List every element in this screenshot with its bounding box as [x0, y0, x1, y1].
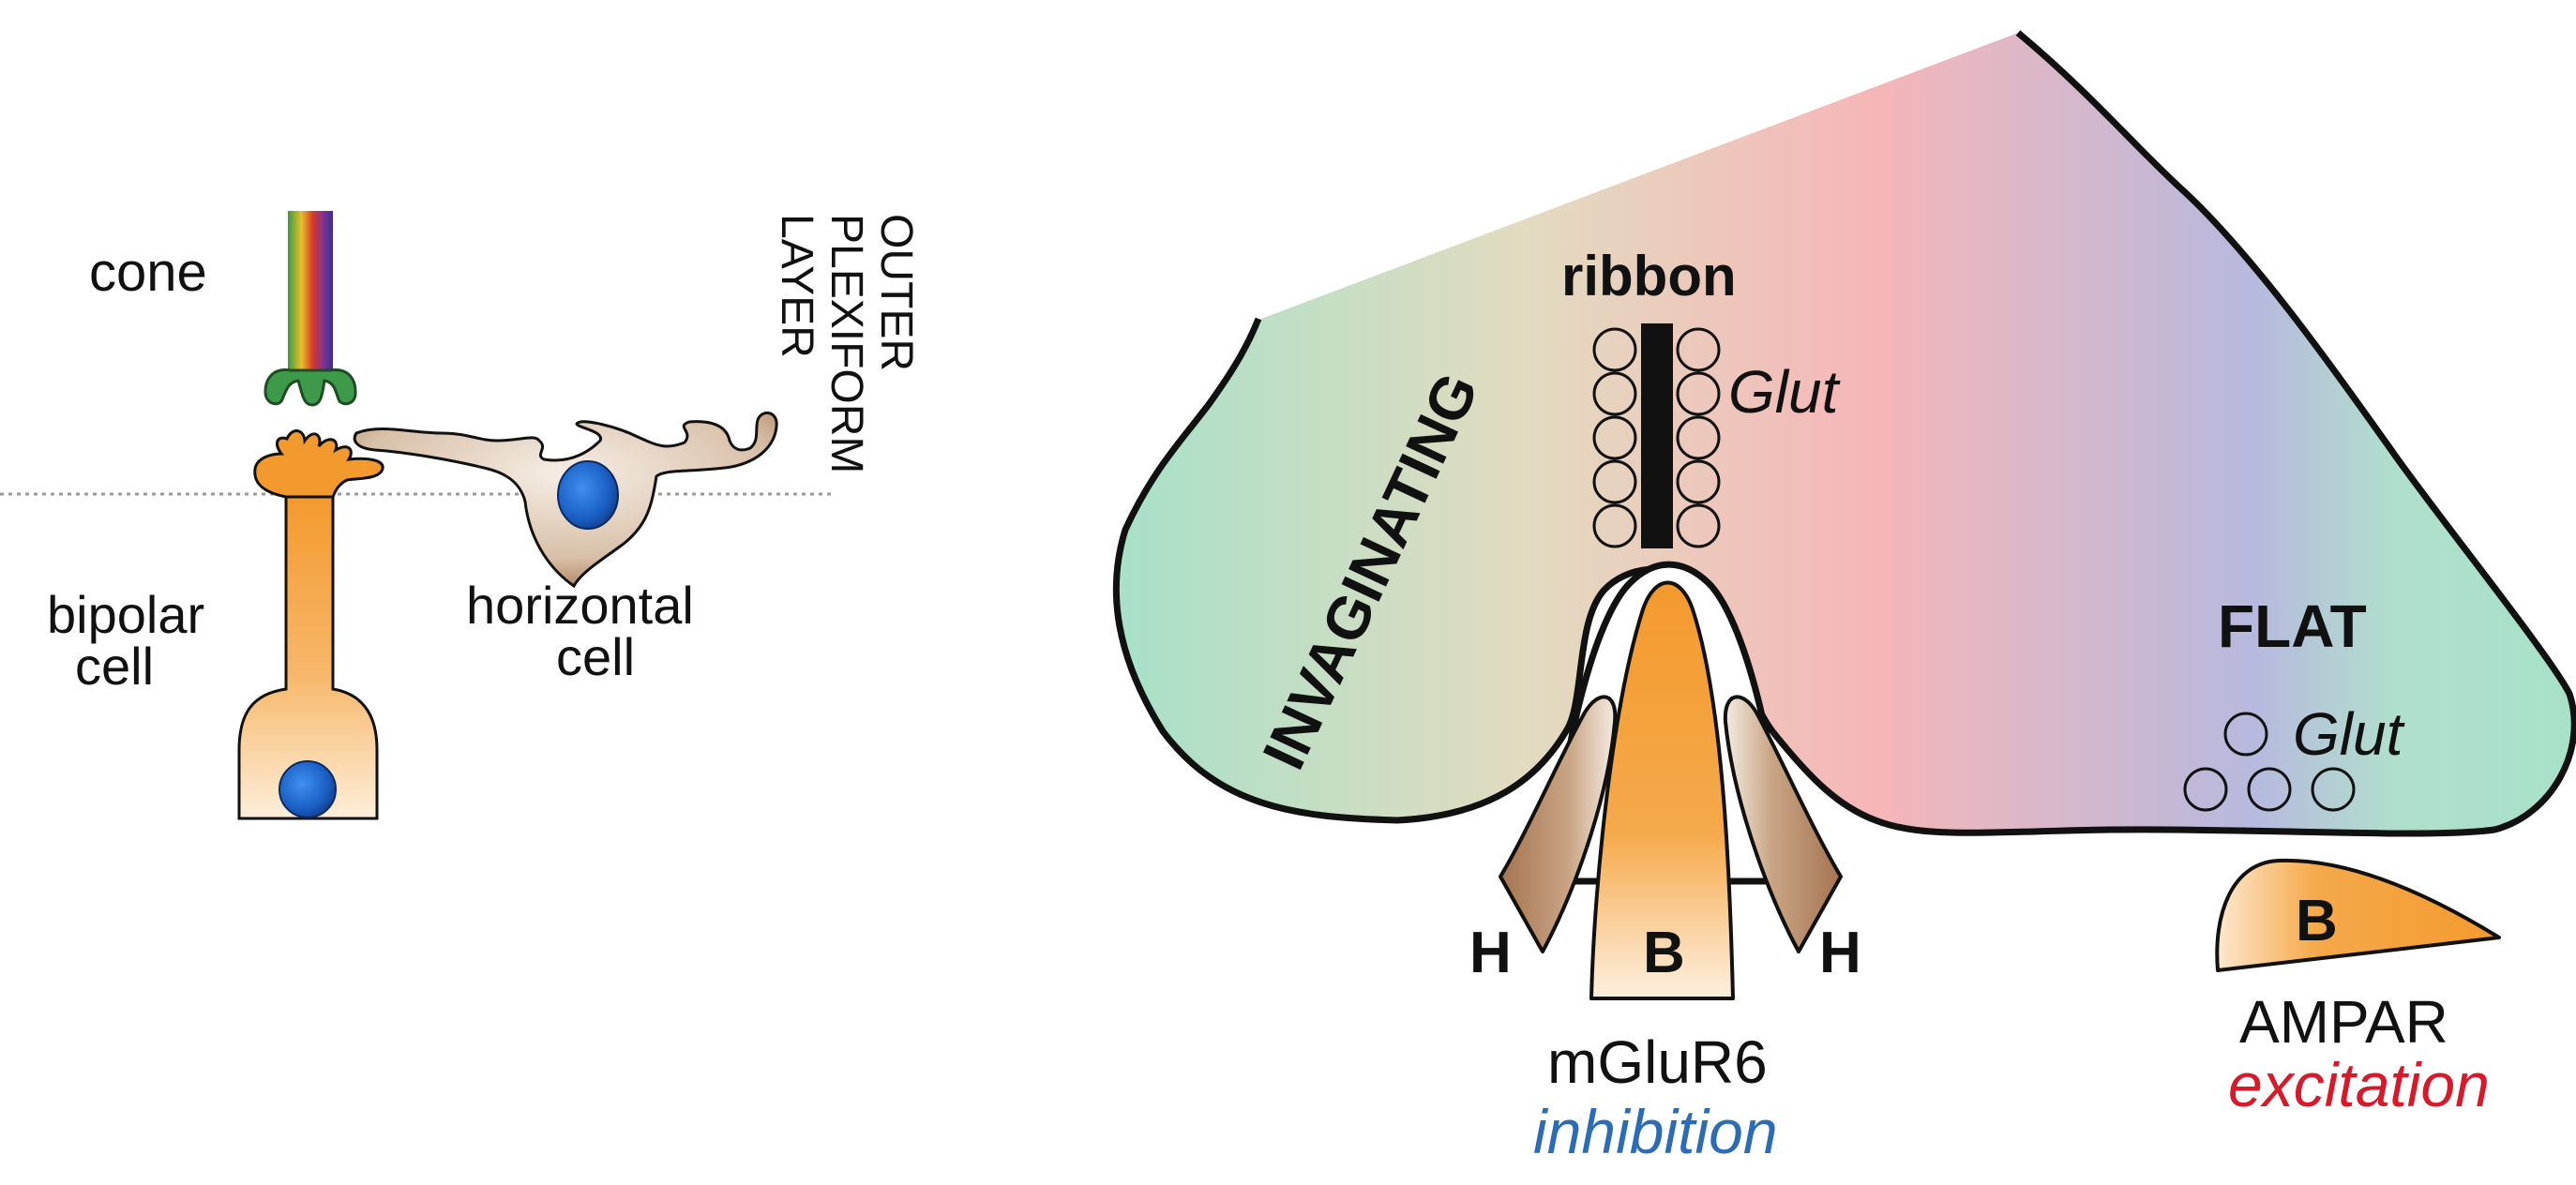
vesicle-circle-icon	[2247, 767, 2292, 812]
receptor-ampar: AMPAR	[2239, 988, 2448, 1056]
layer-label: OUTER PLEXIFORM LAYER	[772, 214, 921, 473]
vesicle-circle-icon	[1592, 371, 1637, 416]
horizontal-cell-icon	[353, 411, 778, 589]
layer-label-line-2: PLEXIFORM	[821, 214, 871, 473]
vesicle-circle-icon	[1676, 503, 1721, 548]
vesicle-circle-icon	[2311, 767, 2356, 812]
bipolar-cell-icon	[237, 429, 384, 820]
left-panel: cone OUTER PLEXIFORM LAYER bipolar cell …	[0, 211, 921, 820]
horizontal-process-right	[1723, 695, 1843, 953]
bipolar-dendrite-flat	[2215, 858, 2501, 972]
effect-inhibition: inhibition	[1533, 1097, 1778, 1166]
vesicle-circle-icon	[1676, 371, 1721, 416]
horizontal-label-line-1: horizontal	[466, 576, 694, 635]
flat-vesicles	[2183, 712, 2356, 812]
layer-label-line-3: LAYER	[772, 214, 821, 358]
glut-label-ribbon: Glut	[1728, 358, 1841, 426]
glut-label-flat: Glut	[2293, 700, 2405, 768]
bipolar-nucleus	[279, 760, 337, 818]
process-label-h-right: H	[1819, 921, 1861, 985]
vesicle-circle-icon	[1676, 415, 1721, 460]
terminal-outline	[1112, 30, 2576, 837]
synaptic-ribbon	[1641, 323, 1673, 548]
process-label-h-left: H	[1469, 921, 1512, 985]
process-label-b-invaginating: B	[1643, 921, 1685, 985]
bipolar-label-line-2: cell	[75, 637, 154, 696]
vesicle-circle-icon	[1592, 415, 1637, 460]
vesicle-circle-icon	[1676, 459, 1721, 504]
layer-label-line-1: OUTER	[871, 214, 921, 371]
bipolar-dendrite-invaginating	[1589, 580, 1735, 1000]
cone-label: cone	[89, 242, 207, 303]
ribbon-label: ribbon	[1561, 245, 1737, 308]
horizontal-nucleus	[557, 460, 619, 530]
cone-photoreceptor-icon	[264, 211, 357, 407]
vesicle-circle-icon	[1592, 327, 1637, 372]
terminal-body	[1116, 33, 2575, 834]
vesicle-circle-icon	[1676, 327, 1721, 372]
vesicle-circle-icon	[1592, 459, 1637, 504]
vesicle-circle-icon	[2223, 712, 2268, 757]
effect-excitation: excitation	[2228, 1050, 2490, 1119]
vesicle-circle-icon	[1592, 503, 1637, 548]
horizontal-label-line-2: cell	[556, 627, 635, 686]
bipolar-label-line-1: bipolar	[47, 585, 204, 644]
cone-terminal	[1112, 30, 2576, 837]
process-label-b-flat: B	[2296, 889, 2338, 953]
vesicle-circle-icon	[2183, 767, 2228, 812]
horizontal-process-left	[1499, 695, 1618, 953]
ribbon-vesicles	[1592, 327, 1721, 548]
flat-label: FLAT	[2218, 592, 2367, 660]
receptor-mglur6: mGluR6	[1547, 1028, 1768, 1096]
